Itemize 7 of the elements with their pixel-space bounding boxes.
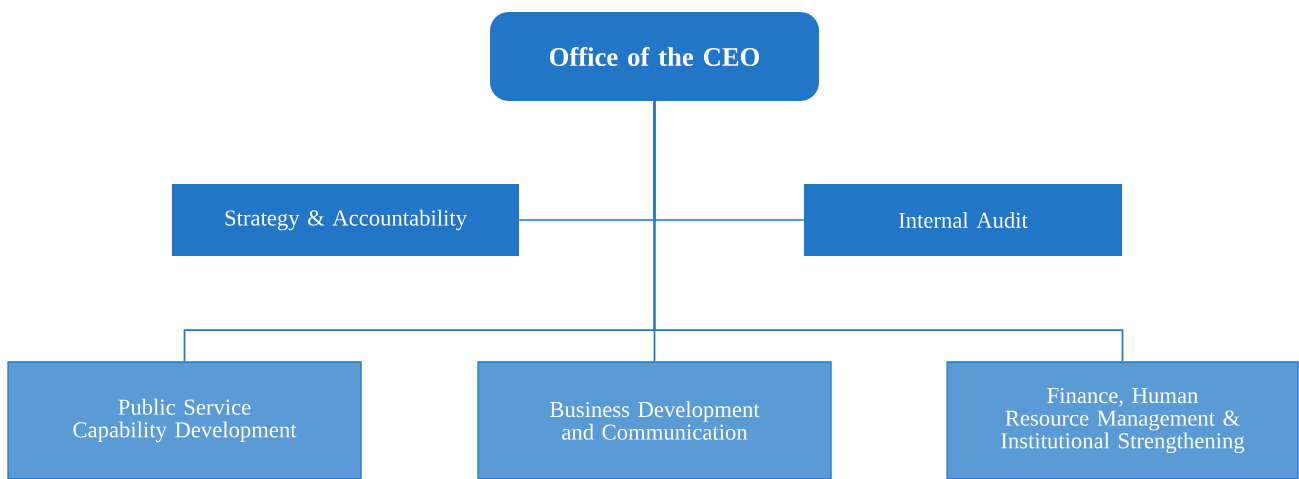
department-box: Public Service Capability Development — [7, 361, 362, 479]
unit-box: Internal Audit — [804, 184, 1122, 256]
department-box: Business Development and Communication — [477, 361, 832, 479]
department-box: Finance, Human Resource Management & Institutional Strengthening — [946, 361, 1299, 479]
connector-line — [653, 100, 1124, 363]
office-box: Office of the CEO — [490, 12, 819, 101]
unit-box: Strategy & Accountability — [172, 184, 519, 256]
